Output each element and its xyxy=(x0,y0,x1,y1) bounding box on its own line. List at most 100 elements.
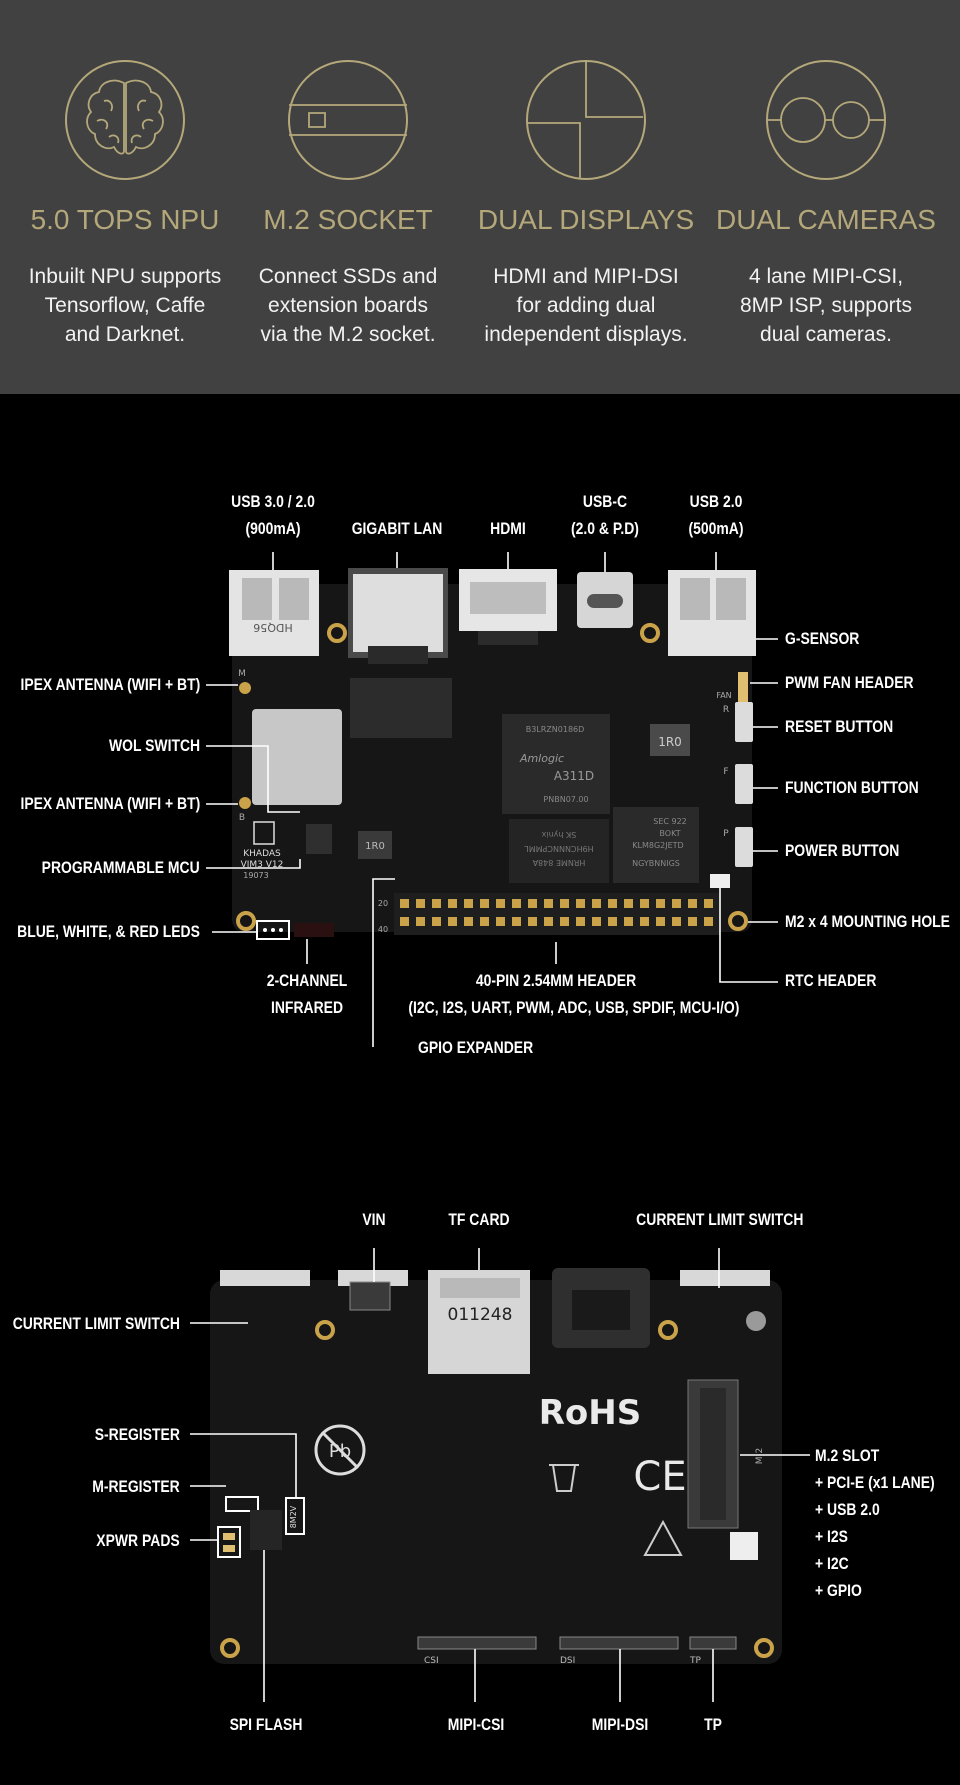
header-pin xyxy=(464,899,473,908)
lpddr-chip: SK hynix H9HCNNNCPMML HRNME 848A xyxy=(509,819,609,883)
label-mcu: PROGRAMMABLE MCU xyxy=(42,858,200,877)
feature-description: Inbuilt NPU supports Tensorflow, Caffe a… xyxy=(5,262,245,349)
label-line: 2-CHANNEL xyxy=(266,971,348,990)
pin20-silk: 20 xyxy=(378,899,388,908)
feature-desc-line: Inbuilt NPU supports xyxy=(28,265,222,288)
label-line: (500mA) xyxy=(688,519,744,538)
mcu-chip xyxy=(306,824,332,854)
inductor-2-text: 1R0 xyxy=(365,841,385,852)
weee-logo xyxy=(549,1464,579,1492)
header-pin xyxy=(480,899,489,908)
label-s-register: S-REGISTER xyxy=(94,1425,180,1444)
label-line: USB 2.0 xyxy=(689,492,743,511)
header-pin xyxy=(576,899,585,908)
feature-displays: DUAL DISPLAYS HDMI and MIPI-DSI for addi… xyxy=(466,0,706,394)
label-m-register: M-REGISTER xyxy=(92,1477,180,1496)
mounting-holes xyxy=(220,1320,774,1658)
label-mipi-dsi: MIPI-DSI xyxy=(591,1715,649,1734)
silk-r: R xyxy=(723,705,729,715)
soc-code: PNBN07.00 xyxy=(543,795,588,804)
m2-silk: M.2 xyxy=(755,1448,765,1464)
wifi-module xyxy=(252,709,342,805)
model-silk: VIM3 V12 xyxy=(241,860,284,870)
header-pin xyxy=(560,917,569,926)
khadas-logo: KHADAS VIM3 V12 19073 xyxy=(241,821,284,880)
lpddr-text: SK hynix xyxy=(541,830,576,839)
label-line: (I2C, I2S, UART, PWM, ADC, USB, SPDIF, M… xyxy=(408,998,740,1017)
board-top-view: HDQ56 M B xyxy=(0,394,960,1094)
label-current-limit-top: CURRENT LIMIT SWITCH xyxy=(636,1210,804,1229)
mem-silk: 8M2V xyxy=(289,1505,298,1528)
label-mount: M2 x 4 MOUNTING HOLE xyxy=(785,912,950,931)
header-pin xyxy=(688,899,697,908)
label-line: + GPIO xyxy=(815,1581,862,1600)
label-rtc: RTC HEADER xyxy=(785,971,877,990)
feature-title: DUAL DISPLAYS xyxy=(477,204,695,235)
mounting-holes xyxy=(236,623,748,931)
header-pin xyxy=(672,917,681,926)
header-pin xyxy=(448,899,457,908)
label-usb3: USB 3.0 / 2.0 (900mA) xyxy=(231,488,315,542)
leader-lines xyxy=(190,1248,810,1702)
rohs-logo: RoHS xyxy=(539,1393,641,1433)
ipex-antenna-1 xyxy=(239,682,251,694)
label-ir: 2-CHANNEL INFRARED xyxy=(252,967,362,1021)
emmc-text: BOKT xyxy=(659,829,680,838)
header-pin xyxy=(416,917,425,926)
board-bottom-view: 011248 RoHS Pb CE M.2 8M2V xyxy=(0,1160,960,1785)
label-vin: VIN xyxy=(362,1210,386,1229)
header-pin xyxy=(608,899,617,908)
feature-desc-line: dual cameras. xyxy=(760,323,892,346)
header-pin xyxy=(432,899,441,908)
ipex-antenna-2 xyxy=(239,797,251,809)
silk-b: B xyxy=(239,813,245,823)
features-band: 5.0 TOPS NPU Inbuilt NPU supports Tensor… xyxy=(0,0,960,394)
led-box xyxy=(256,920,290,940)
feature-title: 5.0 TOPS NPU xyxy=(30,204,220,235)
label-line: + I2S xyxy=(815,1527,848,1546)
power-button xyxy=(735,827,753,867)
label-lan: GIGABIT LAN xyxy=(351,519,443,538)
reset-button xyxy=(735,702,753,742)
label-tp: TP xyxy=(704,1715,722,1734)
fan-silk: FAN xyxy=(716,691,731,700)
label-spi-flash: SPI FLASH xyxy=(229,1715,303,1734)
label-line: 40-PIN 2.54MM HEADER xyxy=(475,971,637,990)
soc-top-text: B3LRZN0186D xyxy=(526,725,585,734)
fan-header xyxy=(738,672,748,702)
feature-cameras: DUAL CAMERAS 4 lane MIPI-CSI, 8MP ISP, s… xyxy=(706,0,946,394)
pcb-bottom xyxy=(210,1280,782,1664)
feature-description: HDMI and MIPI-DSI for adding dual indepe… xyxy=(466,262,706,349)
header-pin xyxy=(512,917,521,926)
label-mipi-csi: MIPI-CSI xyxy=(447,1715,505,1734)
header-pin xyxy=(448,917,457,926)
soc-model: A311D xyxy=(554,769,594,783)
header-pin xyxy=(496,899,505,908)
tp-connector xyxy=(689,1636,737,1650)
header-pin xyxy=(432,917,441,926)
emmc-text: NGYBNNIGS xyxy=(632,859,680,868)
feature-desc-line: Connect SSDs and xyxy=(258,265,438,288)
feature-title: DUAL CAMERAS xyxy=(716,204,936,235)
csi-connector xyxy=(417,1636,537,1650)
ir-receiver xyxy=(294,923,334,937)
silk-m: M xyxy=(238,669,246,679)
m-register xyxy=(225,1496,259,1512)
header-pin xyxy=(480,917,489,926)
label-line: (2.0 & P.D) xyxy=(571,519,639,538)
dual-camera-icon xyxy=(766,60,886,180)
header-pin xyxy=(640,917,649,926)
feature-desc-line: Tensorflow, Caffe xyxy=(44,294,206,317)
header-pin xyxy=(576,917,585,926)
label-line: (900mA) xyxy=(245,519,301,538)
date-silk: 19073 xyxy=(243,871,268,880)
header-pin xyxy=(464,917,473,926)
m2-card-icon xyxy=(288,60,408,180)
feature-desc-line: and Darknet. xyxy=(64,323,186,346)
header-pin xyxy=(688,917,697,926)
label-40pin-header: 40-PIN 2.54MM HEADER (I2C, I2S, UART, PW… xyxy=(408,967,740,1021)
tp-silk: TP xyxy=(689,1656,701,1666)
usb3-port: HDQ56 xyxy=(229,570,319,656)
feature-title: M.2 SOCKET xyxy=(263,204,433,235)
dual-display-icon xyxy=(526,60,646,180)
